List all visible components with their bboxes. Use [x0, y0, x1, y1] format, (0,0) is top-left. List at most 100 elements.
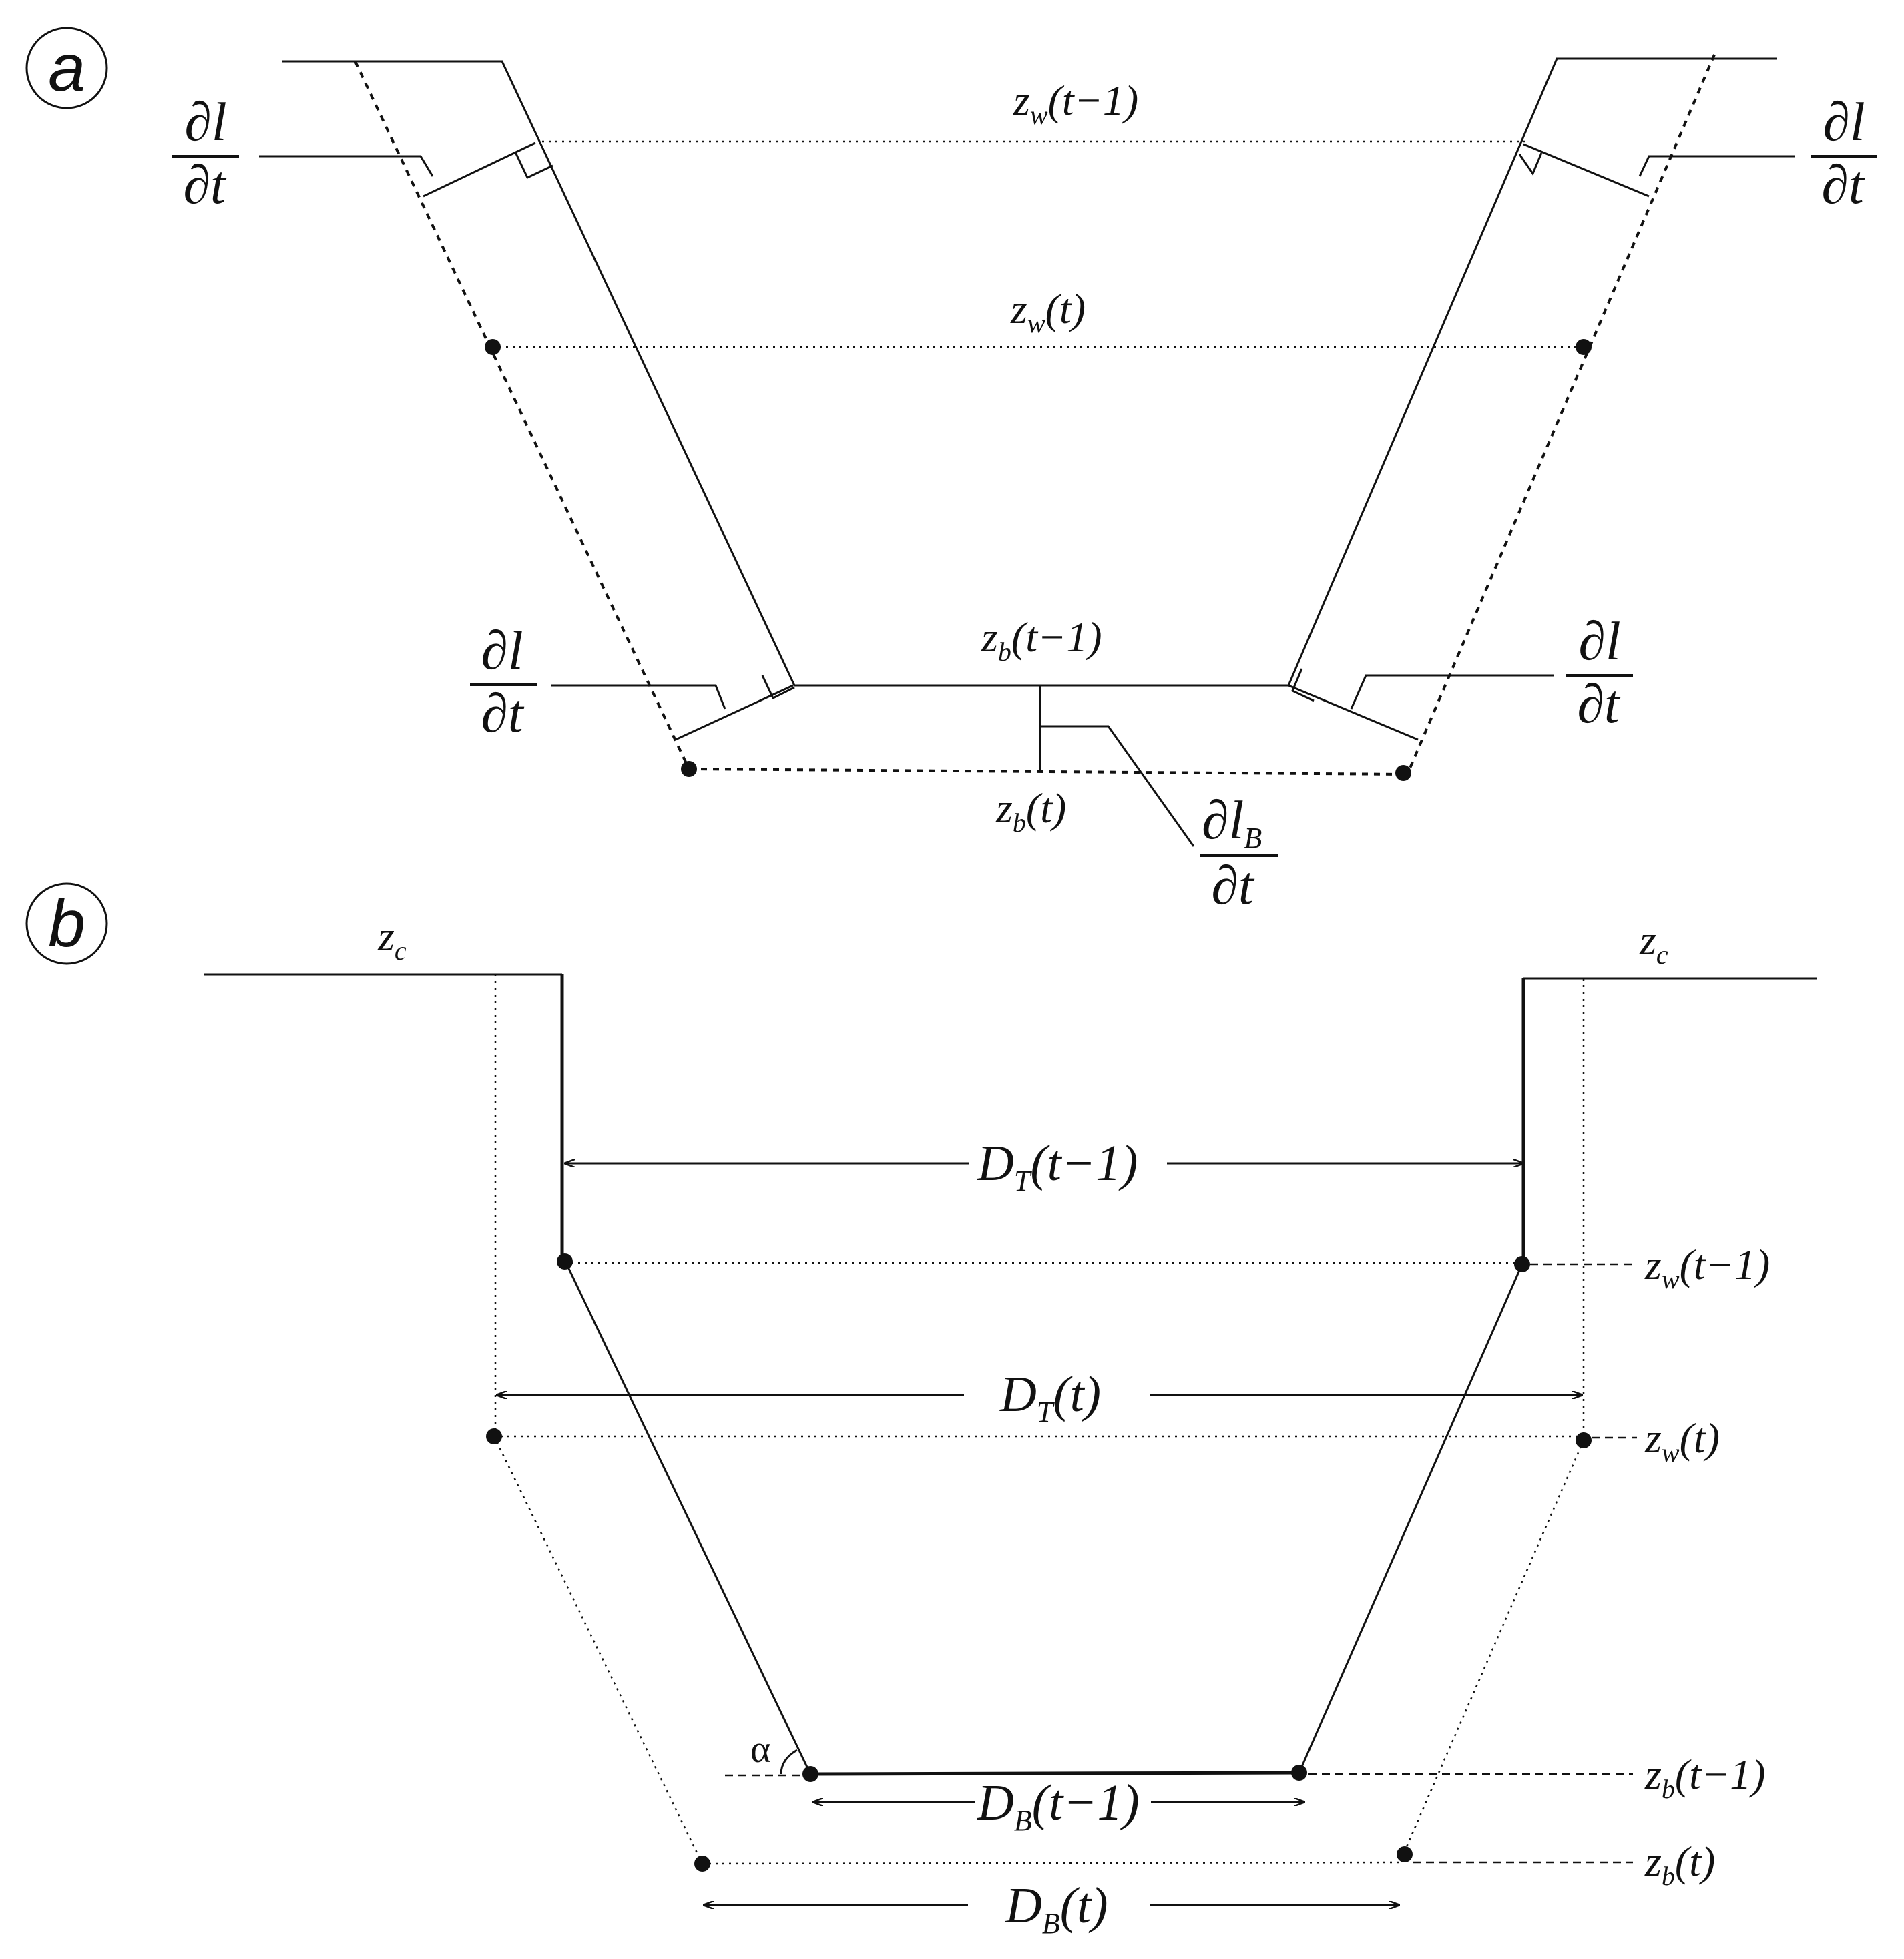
erosion-tick-upper-right	[1523, 143, 1650, 198]
b-point-zb-now-right	[1397, 1846, 1413, 1862]
zb-now-right-point	[1395, 765, 1411, 781]
label-db-now-sub: B	[1042, 1907, 1060, 1940]
b-point-zb-now-left	[694, 1856, 710, 1872]
label-b-zw-prev-z: z	[1644, 1241, 1662, 1288]
label-dt-prev-sub: T	[1014, 1165, 1033, 1197]
label-b-zb-prev-z: z	[1644, 1751, 1662, 1798]
label-db-prev-d: D	[977, 1775, 1014, 1831]
label-alpha: α	[750, 1727, 770, 1771]
zw-now-left-point	[485, 339, 501, 355]
label-a-zb-prev: zb(t−1)	[981, 613, 1102, 667]
fraction-ul-den: ∂t	[183, 154, 227, 215]
label-b-zw-now: zw(t)	[1644, 1414, 1720, 1468]
fraction-dl-dt-lower-right: ∂l ∂t	[1566, 611, 1633, 734]
erosion-tick-upper-left	[423, 142, 536, 198]
fraction-ul-num: ∂l	[184, 91, 226, 152]
zb-now-left-point	[681, 761, 697, 777]
label-db-prev-sub: B	[1014, 1804, 1032, 1837]
label-zc-right-z: z	[1639, 916, 1656, 964]
b-point-zw-prev-right	[1514, 1256, 1530, 1272]
label-db-now: DB(t)	[1005, 1878, 1108, 1940]
old-slope-left	[563, 1260, 812, 1775]
fraction-lr-num: ∂l	[1578, 611, 1620, 671]
label-dt-now-d: D	[999, 1366, 1037, 1422]
old-slope-right	[1298, 1264, 1523, 1773]
label-dt-prev-arg: (t−1)	[1030, 1135, 1138, 1191]
zw-now-right-point	[1576, 339, 1592, 355]
new-channel-right-bank	[1406, 54, 1716, 775]
angle-alpha-arc	[780, 1749, 798, 1775]
new-slope-right	[1402, 1440, 1585, 1855]
label-a-zb-now-z: z	[995, 784, 1013, 832]
label-a-zb-prev-arg: (t−1)	[1011, 613, 1102, 661]
label-a-zw-now: zw(t)	[1010, 285, 1086, 338]
new-channel-left-bank	[354, 61, 690, 770]
label-b-zb-now-z: z	[1644, 1838, 1662, 1885]
fraction-dlb-num-sub: B	[1244, 822, 1262, 854]
label-a-zb-prev-sub: b	[998, 637, 1011, 667]
new-slope-left	[493, 1436, 704, 1864]
right-angle-mark-lr	[1291, 668, 1315, 702]
label-dt-prev: DT(t−1)	[977, 1135, 1138, 1197]
label-a-zw-prev-z: z	[1013, 77, 1030, 124]
label-b-zw-prev: zw(t−1)	[1644, 1241, 1770, 1294]
fraction-dlb-den: ∂t	[1211, 855, 1255, 916]
panel-b: b	[25, 882, 1817, 1940]
label-a-zb-now-sub: b	[1013, 808, 1026, 838]
label-zc-left: zc	[377, 912, 407, 966]
label-zc-left-z: z	[377, 912, 395, 960]
old-channel-profile	[282, 57, 1777, 687]
fraction-dlb-dt: ∂lB ∂t	[1200, 790, 1278, 916]
right-angle-mark-ur	[1518, 152, 1543, 176]
fraction-ur-den: ∂t	[1821, 154, 1865, 215]
fraction-dlb-num-main: ∂l	[1202, 790, 1244, 850]
panel-a: a zw(t−1)	[25, 27, 1877, 916]
fraction-ur-num: ∂l	[1823, 91, 1865, 152]
label-b-zb-prev-sub: b	[1662, 1774, 1675, 1804]
label-a-zw-prev-sub: w	[1030, 100, 1048, 130]
label-zc-right-sub: c	[1656, 940, 1668, 970]
erosion-tick-lower-left	[675, 684, 794, 741]
leader-upper-right	[1638, 155, 1795, 177]
panel-b-label-circle	[25, 882, 108, 965]
right-angle-mark-ul	[514, 152, 553, 179]
fraction-lr-den: ∂t	[1577, 673, 1621, 734]
label-b-zw-now-arg: (t)	[1680, 1414, 1720, 1462]
leader-bed-incision	[1040, 725, 1195, 847]
label-db-prev: DB(t−1)	[977, 1775, 1140, 1837]
label-b-zw-prev-arg: (t−1)	[1680, 1241, 1770, 1288]
label-dt-now: DT(t)	[999, 1366, 1101, 1428]
label-db-now-arg: (t)	[1060, 1878, 1108, 1934]
erosion-tick-lower-right	[1288, 684, 1419, 741]
fraction-ll-num: ∂l	[481, 620, 523, 681]
fraction-ll-den: ∂t	[481, 683, 525, 744]
label-b-zb-now: zb(t)	[1644, 1838, 1715, 1891]
right-angle-mark-ll	[761, 675, 795, 700]
label-dt-now-arg: (t)	[1053, 1366, 1101, 1422]
panel-a-label: a	[48, 31, 85, 105]
label-db-prev-arg: (t−1)	[1032, 1775, 1140, 1831]
leader-upper-left	[259, 155, 434, 177]
b-point-zw-now-right	[1576, 1432, 1592, 1448]
label-a-zw-now-sub: w	[1027, 308, 1045, 338]
fraction-dlb-num: ∂lB	[1202, 790, 1262, 854]
label-zc-right: zc	[1639, 916, 1668, 970]
leader-lower-right	[1350, 674, 1554, 710]
label-a-zw-now-z: z	[1010, 285, 1027, 332]
label-b-zb-now-sub: b	[1662, 1861, 1675, 1891]
new-bed	[702, 1861, 1404, 1865]
label-db-now-d: D	[1005, 1878, 1042, 1934]
panel-b-label: b	[48, 886, 85, 961]
b-point-zb-prev-right	[1291, 1765, 1307, 1781]
b-point-zb-prev-left	[802, 1766, 818, 1782]
fraction-dl-dt-upper-right: ∂l ∂t	[1811, 91, 1877, 215]
label-a-zw-now-arg: (t)	[1045, 285, 1086, 332]
label-a-zw-prev-arg: (t−1)	[1048, 77, 1139, 124]
new-channel-bed	[688, 768, 1408, 776]
label-zc-left-sub: c	[395, 936, 407, 966]
label-a-zb-prev-z: z	[981, 613, 998, 661]
label-b-zb-now-arg: (t)	[1675, 1838, 1715, 1885]
label-a-zw-prev: zw(t−1)	[1013, 77, 1138, 130]
label-b-zw-prev-sub: w	[1662, 1264, 1680, 1294]
